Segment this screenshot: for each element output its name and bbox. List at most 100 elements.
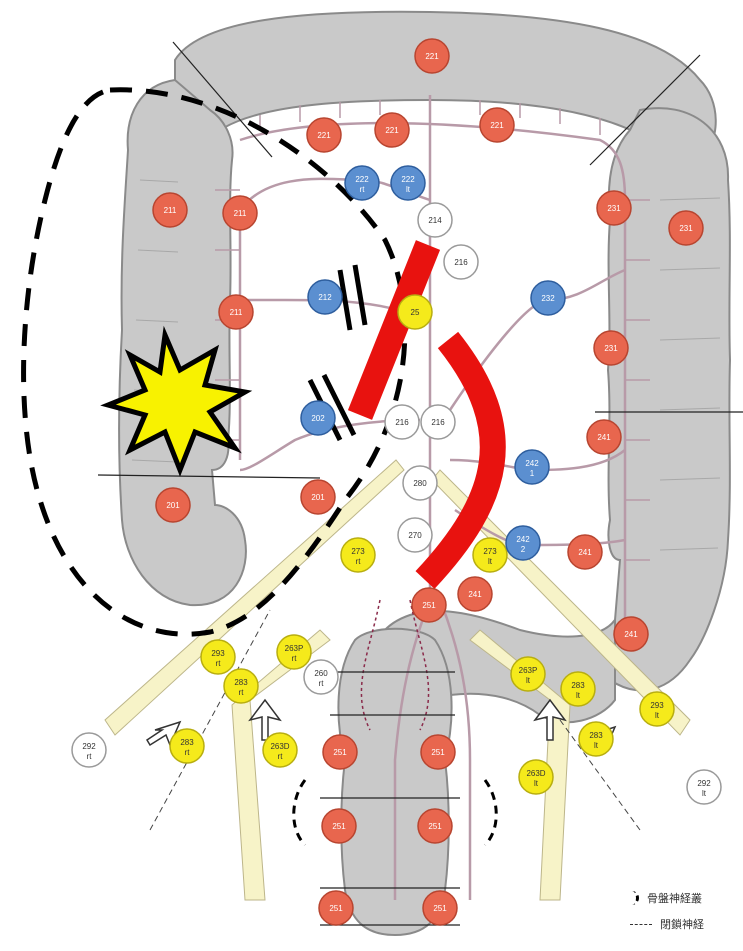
red-cut-line-upper <box>360 245 428 415</box>
lymph-node-label: 251 <box>329 904 343 913</box>
legend-pelvic-label: 骨盤神経叢 <box>647 890 702 906</box>
dashed-line-legend-icon <box>630 924 652 925</box>
lymph-node-label: 251 <box>428 822 442 831</box>
lymph-node-231: 231 <box>594 331 628 365</box>
lymph-node-222-lt: 222lt <box>391 166 425 200</box>
lymph-node-292-rt: 292rt <box>72 733 106 767</box>
lymph-node-label: 280 <box>413 479 427 488</box>
lymph-node-label: 292 <box>82 742 96 751</box>
lymph-node-263P-lt: 263Plt <box>511 657 545 691</box>
lymph-node-label: 241 <box>578 548 592 557</box>
lymph-node-label: 260 <box>314 669 328 678</box>
lymph-node-label: 221 <box>385 126 399 135</box>
lymph-node-label: 293 <box>211 649 225 658</box>
lymph-node-232: 232 <box>531 281 565 315</box>
lymph-node-label: 231 <box>604 344 618 353</box>
lymph-node-label: 263P <box>519 666 538 675</box>
lymph-node-214: 214 <box>418 203 452 237</box>
lymph-node-label: 221 <box>317 131 331 140</box>
lymph-node-label: 251 <box>431 748 445 757</box>
lymph-node-sublabel: rt <box>356 557 362 566</box>
lymph-node-283-lt: 283lt <box>579 722 613 756</box>
lymph-node-label: 270 <box>408 531 422 540</box>
lymph-node-label: 283 <box>589 731 603 740</box>
pelvic-arc-rt <box>294 780 305 845</box>
lymph-node-216: 216 <box>385 405 419 439</box>
lymph-node-283-rt: 283rt <box>170 729 204 763</box>
lymph-node-label: 221 <box>490 121 504 130</box>
lymph-node-sublabel: 2 <box>521 545 526 554</box>
lymph-node-221: 221 <box>415 39 449 73</box>
lymph-node-label: 221 <box>425 52 439 61</box>
lymph-node-260-rt: 260rt <box>304 660 338 694</box>
lymph-node-221: 221 <box>307 118 341 152</box>
lymph-node-241: 241 <box>614 617 648 651</box>
lymph-node-label: 212 <box>318 293 332 302</box>
lymph-node-label: 222 <box>401 175 415 184</box>
lymph-node-label: 293 <box>650 701 664 710</box>
lymph-node-212: 212 <box>308 280 342 314</box>
lymph-node-263D-rt: 263Drt <box>263 733 297 767</box>
lymph-node-263P-rt: 263Prt <box>277 635 311 669</box>
lymph-node-sublabel: 1 <box>530 469 535 478</box>
lymph-node-211: 211 <box>219 295 253 329</box>
lymph-node-label: 222 <box>355 175 369 184</box>
lymph-node-251: 251 <box>421 735 455 769</box>
lymph-node-221: 221 <box>480 108 514 142</box>
lymph-node-label: 263D <box>526 769 545 778</box>
lymph-node-241: 241 <box>458 577 492 611</box>
lymph-node-251: 251 <box>319 891 353 925</box>
lymph-node-label: 292 <box>697 779 711 788</box>
legend: 骨盤神経叢 閉鎖神経 <box>630 885 743 937</box>
lymph-node-label: 231 <box>679 224 693 233</box>
lymph-node-211: 211 <box>223 196 257 230</box>
lymph-node-283-lt: 283lt <box>561 672 595 706</box>
lymph-node-sublabel: rt <box>292 654 298 663</box>
lymph-node-sublabel: rt <box>216 659 222 668</box>
lymph-node-label: 251 <box>422 601 436 610</box>
lymph-node-sublabel: rt <box>87 752 93 761</box>
lymph-node-251: 251 <box>418 809 452 843</box>
pelvic-arc-lt <box>485 780 496 845</box>
lymph-node-label: 216 <box>395 418 409 427</box>
pelvic-arc-legend-icon <box>630 891 639 905</box>
lymph-node-label: 211 <box>234 209 247 218</box>
lymph-node-sublabel: rt <box>239 688 245 697</box>
lymph-node-251: 251 <box>412 588 446 622</box>
lymph-node-201: 201 <box>301 480 335 514</box>
lymph-node-label: 241 <box>624 630 638 639</box>
lymph-node-280: 280 <box>403 466 437 500</box>
legend-row-pelvic: 骨盤神経叢 <box>630 885 743 911</box>
lymph-node-label: 283 <box>180 738 194 747</box>
lymph-node-sublabel: rt <box>278 752 284 761</box>
legend-obturator-label: 閉鎖神経 <box>660 916 704 932</box>
lymph-node-label: 216 <box>431 418 445 427</box>
lymph-node-label: 273 <box>351 547 365 556</box>
lymph-node-sublabel: rt <box>360 185 366 194</box>
lymph-node-label: 241 <box>597 433 611 442</box>
lymph-node-label: 231 <box>607 204 621 213</box>
lymph-node-216: 216 <box>444 245 478 279</box>
lymph-node-label: 283 <box>571 681 585 690</box>
lymph-node-251: 251 <box>322 809 356 843</box>
lymph-node-label: 202 <box>311 414 325 423</box>
lymph-node-label: 232 <box>541 294 555 303</box>
lymph-node-211: 211 <box>153 193 187 227</box>
lymph-node-25: 25 <box>398 295 432 329</box>
lymph-node-241: 241 <box>568 535 602 569</box>
lymph-node-231: 231 <box>597 191 631 225</box>
lymph-node-sublabel: rt <box>185 748 191 757</box>
lymph-node-label: 273 <box>483 547 497 556</box>
lymph-node-label: 283 <box>234 678 248 687</box>
lymph-node-label: 25 <box>411 308 420 317</box>
lymph-node-label: 251 <box>433 904 447 913</box>
